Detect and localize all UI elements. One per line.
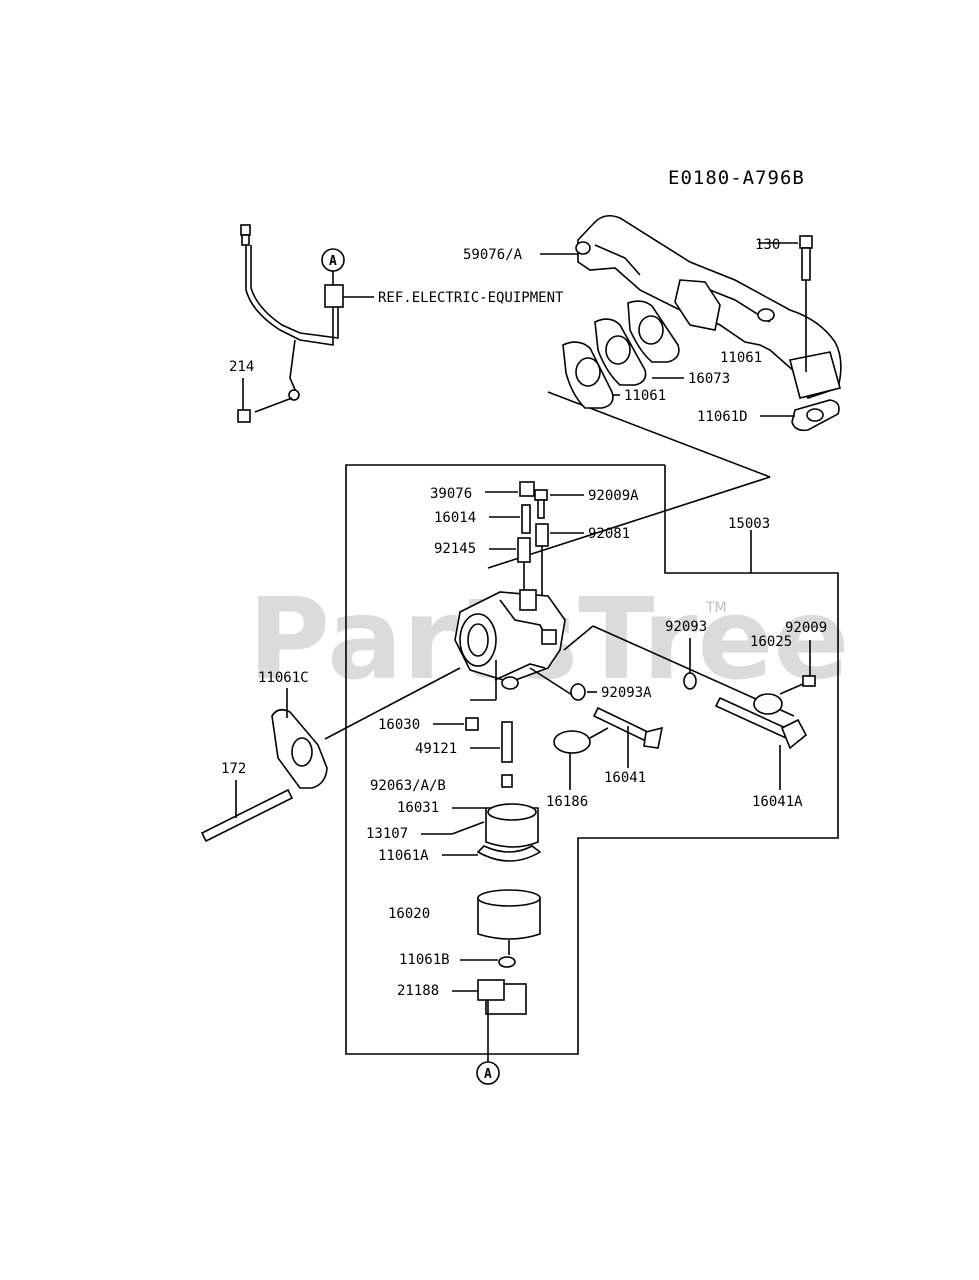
- carburetor-body: [454, 589, 566, 690]
- ref-circle-bottom-label: A: [484, 1067, 492, 1082]
- plate-16186: [553, 730, 591, 754]
- gasket-11061-lower-hole: [575, 357, 601, 387]
- label-92093: 92093: [665, 619, 707, 635]
- label-16014: 16014: [434, 510, 476, 526]
- label-16031: 16031: [397, 800, 439, 816]
- cap-39076: [519, 481, 535, 497]
- spring-92145: [517, 537, 531, 563]
- bolt-130: [799, 235, 813, 281]
- pin-16030: [465, 717, 479, 731]
- gasket-11061c-hole: [291, 737, 313, 767]
- label-130: 130: [755, 237, 780, 253]
- label-16041: 16041: [604, 770, 646, 786]
- label-214: 214: [229, 359, 254, 375]
- gasket-11061a: [476, 845, 542, 862]
- exhaust-manifold: [575, 214, 842, 399]
- axis-11061c: [324, 667, 461, 740]
- label-172: 172: [221, 761, 246, 777]
- screw-92009-shaft: [779, 683, 804, 695]
- needle-16014: [521, 504, 531, 534]
- label-92081: 92081: [588, 526, 630, 542]
- label-16030: 16030: [378, 717, 420, 733]
- assembly-boundary: [345, 464, 839, 1055]
- label-16186: 16186: [546, 794, 588, 810]
- label-16020: 16020: [388, 906, 430, 922]
- label-11061-lower: 11061: [624, 388, 666, 404]
- gasket-11061-upper-hole: [638, 315, 664, 345]
- seal-92093: [683, 672, 697, 690]
- label-92009: 92009: [785, 620, 827, 636]
- label-15003: 15003: [728, 516, 770, 532]
- throttle-shaft-16041a: [714, 696, 808, 750]
- gasket-11061D-hole: [806, 408, 824, 422]
- label-16073: 16073: [688, 371, 730, 387]
- label-13107: 13107: [366, 826, 408, 842]
- ref-circle-bottom: [476, 1061, 500, 1085]
- bowl-16020: [477, 889, 541, 940]
- float-16031: [485, 803, 539, 848]
- screw-92009a-shaft: [537, 499, 545, 519]
- label-59076a: 59076/A: [463, 247, 523, 263]
- solenoid-21188: [477, 979, 527, 1015]
- label-21188: 21188: [397, 983, 439, 999]
- label-16025: 16025: [750, 634, 792, 650]
- watermark-trademark: TM: [705, 600, 727, 616]
- label-49121: 49121: [415, 741, 457, 757]
- gasket-16073-hole: [605, 335, 631, 365]
- plate-16186-link: [589, 727, 609, 739]
- label-11061d: 11061D: [697, 409, 748, 425]
- pin-13107: [451, 821, 485, 835]
- label-11061-right: 11061: [720, 350, 762, 366]
- choke-shaft-16041: [592, 706, 664, 749]
- seal-92093a: [570, 683, 586, 701]
- ref-note: REF.ELECTRIC-EQUIPMENT: [378, 290, 564, 306]
- washer-11061b: [498, 956, 516, 968]
- throttle-axis-stub: [563, 625, 594, 651]
- label-11061a: 11061A: [378, 848, 429, 864]
- label-92063ab: 92063/A/B: [370, 778, 446, 794]
- stud-172: [200, 788, 294, 843]
- plate-16025: [753, 693, 783, 715]
- screw-92009: [802, 675, 816, 687]
- ref-circle-top-label: A: [329, 254, 337, 269]
- jet-92063: [501, 774, 513, 788]
- nozzle-49121: [501, 721, 513, 763]
- label-92145: 92145: [434, 541, 476, 557]
- label-16041a: 16041A: [752, 794, 803, 810]
- fuel-cut-solenoid-wire: [237, 224, 344, 423]
- exhaust-ref-line-2: [487, 476, 771, 569]
- label-39076: 39076: [430, 486, 472, 502]
- spring-92081: [535, 523, 549, 547]
- label-11061b: 11061B: [399, 952, 450, 968]
- diagram-code: E0180-A796B: [668, 167, 805, 189]
- label-92093a: 92093A: [601, 685, 652, 701]
- label-92009a: 92009A: [588, 488, 639, 504]
- screw-92009a-head: [534, 489, 548, 501]
- label-11061c: 11061C: [258, 670, 309, 686]
